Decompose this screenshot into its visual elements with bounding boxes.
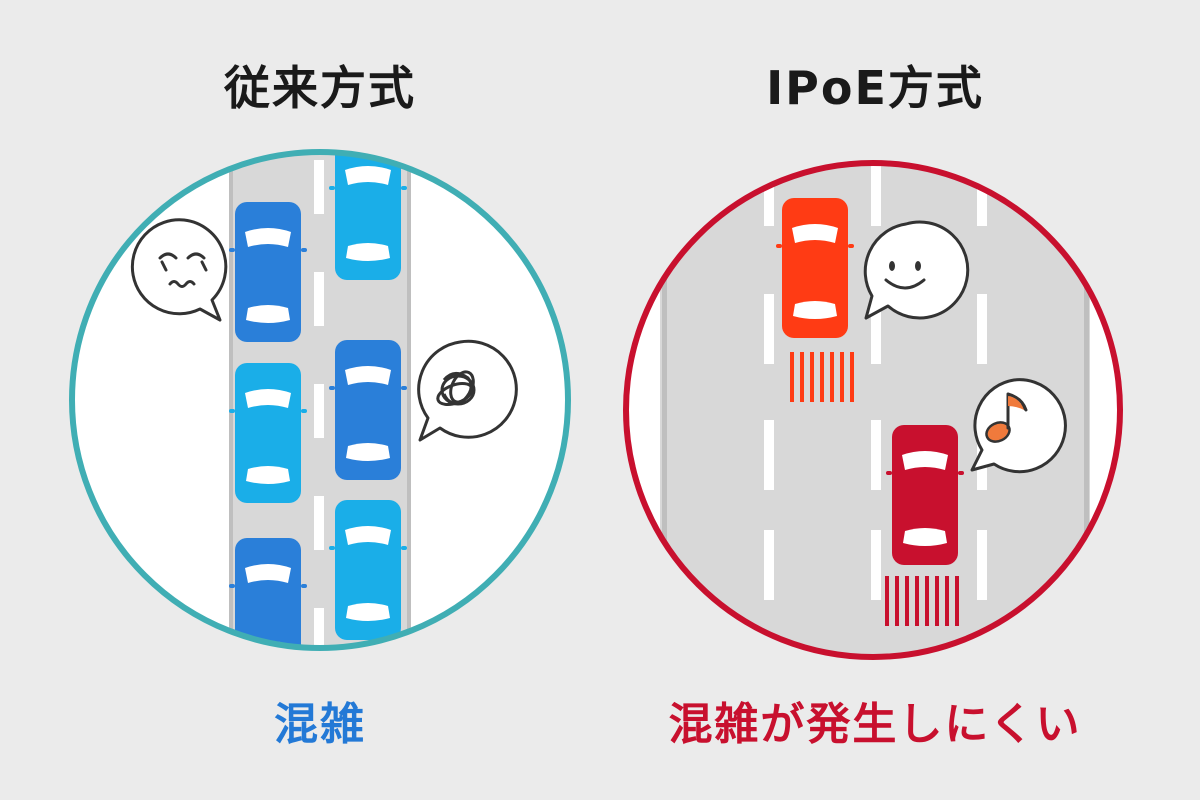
left-ring bbox=[69, 149, 571, 651]
red-car-speed-lines bbox=[885, 576, 959, 626]
smiley-face-icon bbox=[863, 220, 970, 320]
left-caption: 混雑 bbox=[274, 699, 366, 750]
left-car-3 bbox=[229, 538, 307, 648]
right-caption: 混雑が発生しにくい bbox=[668, 699, 1082, 750]
left-car-2 bbox=[229, 363, 307, 503]
tangled-scribble-icon bbox=[417, 339, 518, 442]
left-panel bbox=[69, 149, 571, 651]
orange-car-speed-lines bbox=[790, 352, 854, 402]
left-lane-dashes bbox=[314, 160, 324, 648]
right-panel bbox=[623, 160, 1123, 660]
orange-car bbox=[776, 198, 854, 338]
left-title: 従来方式 bbox=[224, 61, 416, 115]
left-car-6 bbox=[329, 500, 407, 640]
left-car-1 bbox=[229, 202, 307, 342]
red-car bbox=[886, 425, 964, 565]
music-note-icon bbox=[970, 378, 1067, 474]
right-title: IPoE方式 bbox=[766, 61, 984, 115]
left-car-5 bbox=[329, 340, 407, 480]
crying-face-icon bbox=[130, 218, 228, 322]
right-ring bbox=[623, 160, 1123, 660]
